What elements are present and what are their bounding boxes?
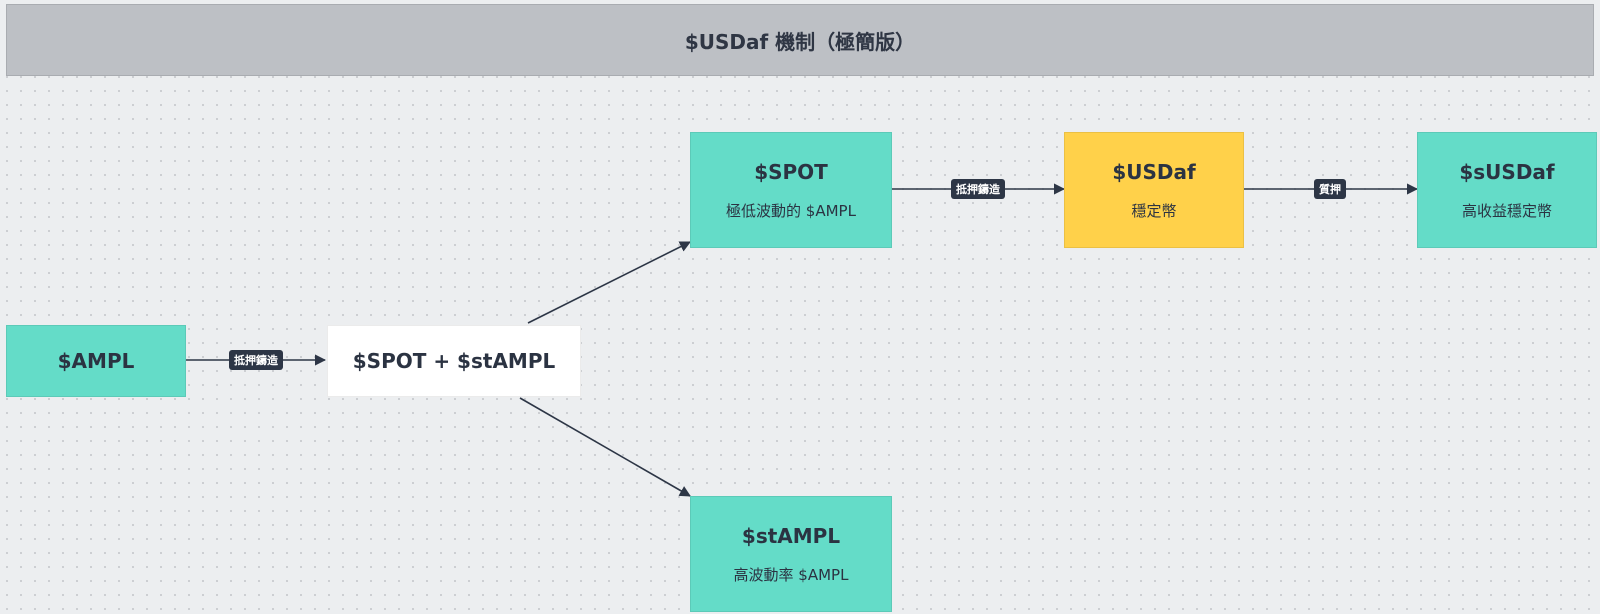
node-usdaf-subtitle: 穩定幣 bbox=[1131, 201, 1177, 220]
edge-combo-to-stampl bbox=[519, 397, 691, 497]
edge-label-mint-spot: 抵押鑄造 bbox=[951, 179, 1005, 199]
node-susdaf-subtitle: 高收益穩定幣 bbox=[1461, 201, 1552, 220]
diagram-header: $USDaf 機制（極簡版） bbox=[6, 4, 1594, 76]
node-spot-subtitle: 極低波動的 $AMPL bbox=[726, 201, 856, 220]
edge-label-mint-ampl: 抵押鑄造 bbox=[229, 350, 283, 370]
node-usdaf[interactable]: $USDaf 穩定幣 bbox=[1064, 132, 1244, 248]
diagram-title: $USDaf 機制（極簡版） bbox=[684, 29, 916, 54]
node-ampl-title: $AMPL bbox=[57, 349, 135, 373]
edge-label-stake: 質押 bbox=[1314, 179, 1346, 199]
node-susdaf-title: $sUSDaf bbox=[1459, 159, 1555, 184]
node-spot[interactable]: $SPOT 極低波動的 $AMPL bbox=[690, 132, 892, 248]
node-usdaf-title: $USDaf bbox=[1112, 159, 1196, 184]
node-stampl-subtitle: 高波動率 $AMPL bbox=[733, 565, 849, 584]
node-spot-plus-stampl-title: $SPOT + $stAMPL bbox=[352, 349, 556, 373]
node-stampl-title: $stAMPL bbox=[741, 523, 841, 548]
node-spot-plus-stampl[interactable]: $SPOT + $stAMPL bbox=[327, 325, 581, 397]
node-stampl[interactable]: $stAMPL 高波動率 $AMPL bbox=[690, 496, 892, 612]
node-ampl[interactable]: $AMPL bbox=[6, 325, 186, 397]
edge-combo-to-spot bbox=[527, 241, 692, 324]
node-spot-title: $SPOT bbox=[754, 159, 828, 184]
node-susdaf[interactable]: $sUSDaf 高收益穩定幣 bbox=[1417, 132, 1597, 248]
